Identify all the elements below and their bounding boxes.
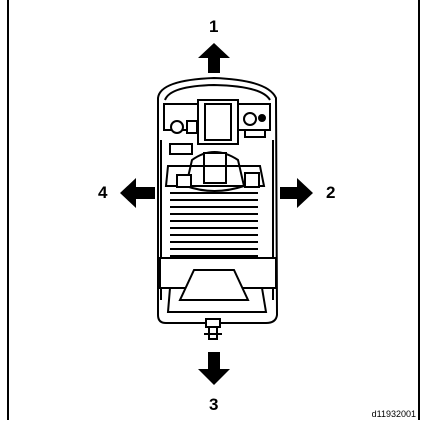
arrow-down-icon: [198, 352, 230, 385]
direction-label-4: 4: [98, 183, 108, 202]
direction-label-2: 2: [326, 183, 336, 202]
figure-frame: [7, 0, 420, 420]
arrow-left-icon: [120, 178, 155, 208]
direction-label-1: 1: [209, 17, 219, 36]
direction-label-3: 3: [209, 395, 219, 414]
arrow-up-icon: [198, 43, 230, 73]
figure-code: d11932001: [371, 409, 416, 419]
wheeled-device-top-view: [157, 76, 279, 340]
arrow-right-icon: [280, 178, 313, 208]
